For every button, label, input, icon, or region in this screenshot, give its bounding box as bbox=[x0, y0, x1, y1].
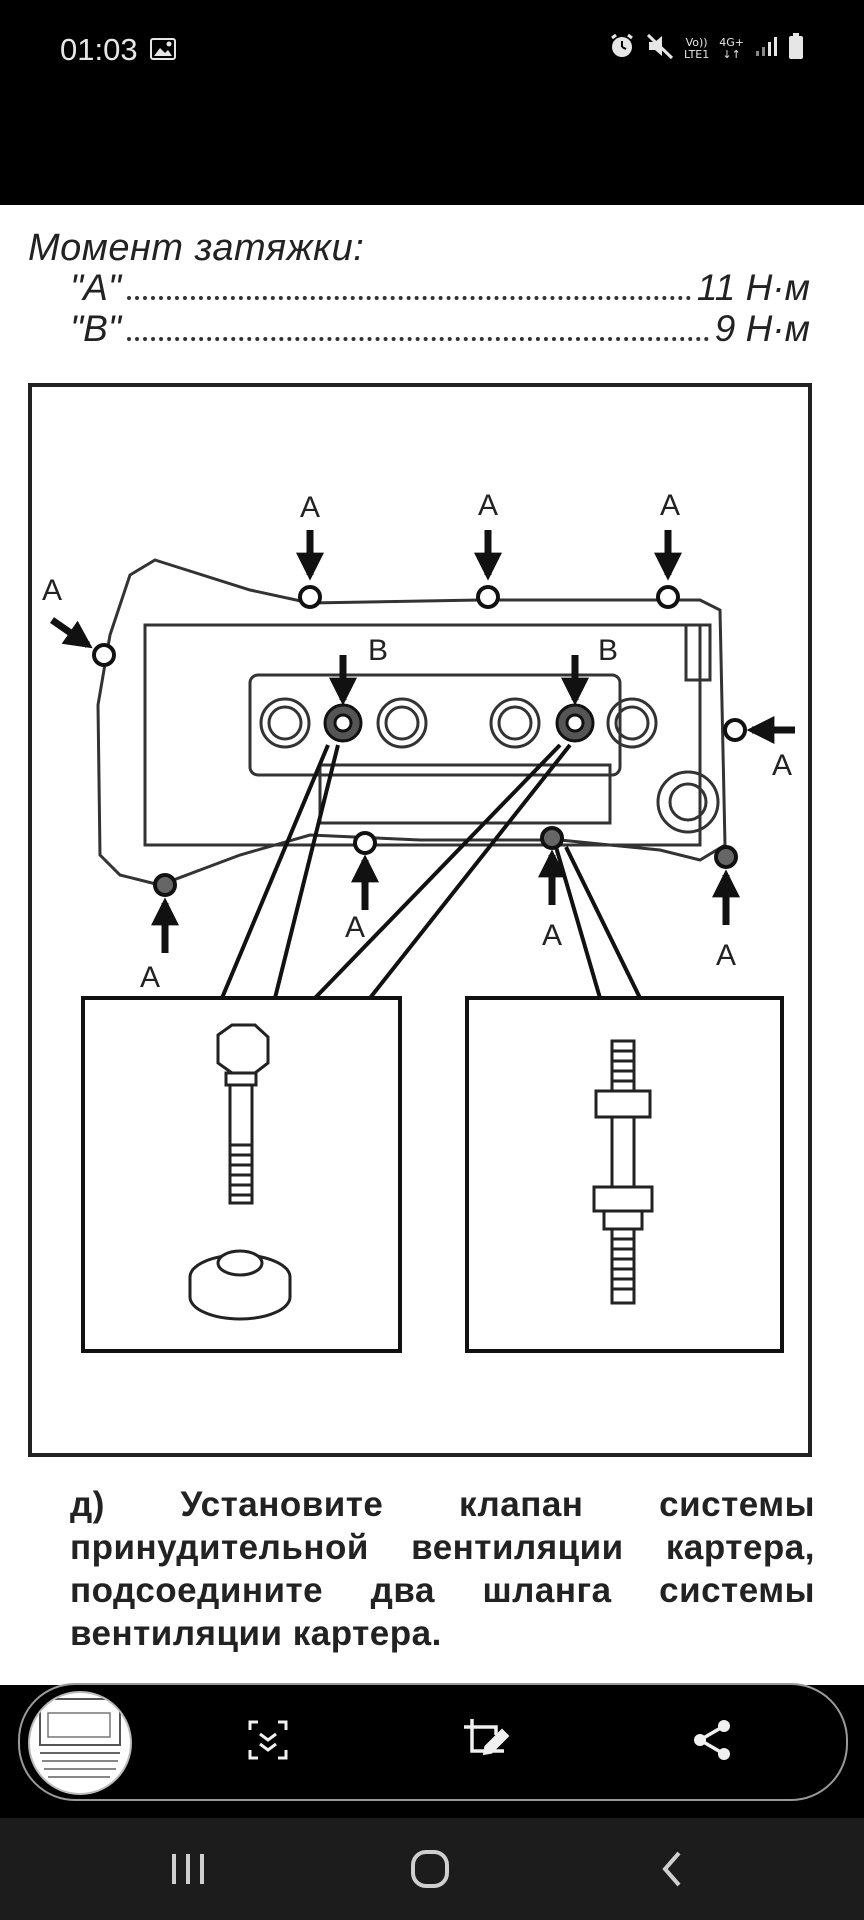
torque-value-a: 11 Н·м bbox=[696, 267, 810, 308]
label-a: A bbox=[478, 489, 498, 522]
stud-drawing bbox=[592, 1039, 654, 1305]
label-a: A bbox=[542, 919, 562, 952]
pointer-arrows bbox=[50, 530, 795, 953]
thumbnail-preview[interactable] bbox=[28, 1691, 132, 1795]
leader-dots bbox=[126, 295, 691, 300]
thumbnail-image bbox=[39, 1698, 121, 1778]
smart-select-icon[interactable] bbox=[238, 1710, 298, 1770]
network-bottom: LTE1 bbox=[683, 47, 710, 61]
label-a: A bbox=[772, 749, 792, 782]
bolt-drawing bbox=[188, 1023, 292, 1321]
signal-icon bbox=[754, 34, 778, 63]
network-top: Vo)) bbox=[685, 35, 708, 49]
torque-title: Момент затяжки: bbox=[28, 227, 365, 269]
recents-icon[interactable] bbox=[158, 1844, 218, 1894]
a-bolts bbox=[92, 585, 747, 897]
label-a: A bbox=[140, 961, 160, 994]
callout-lines bbox=[220, 743, 642, 1000]
torque-label-a: "A" bbox=[70, 267, 121, 308]
instruction-text: д) Установите клапан системы принудитель… bbox=[70, 1485, 815, 1653]
navigation-bar bbox=[0, 1818, 864, 1920]
network-type: 4G+ ↓↑ bbox=[719, 35, 744, 61]
status-icons: Vo)) LTE1 4G+ ↓↑ bbox=[608, 32, 804, 65]
torque-row-a: "A" 11 Н·м bbox=[70, 267, 810, 309]
home-icon[interactable] bbox=[400, 1844, 460, 1894]
torque-value-b: 9 Н·м bbox=[714, 308, 810, 349]
mute-icon bbox=[646, 32, 674, 65]
image-icon bbox=[150, 38, 176, 65]
torque-row-b: "B" 9 Н·м bbox=[70, 308, 810, 350]
spark-plug-holes bbox=[259, 697, 658, 749]
label-b: B bbox=[598, 634, 618, 667]
battery-icon bbox=[788, 32, 804, 65]
edit-icon[interactable] bbox=[455, 1710, 515, 1770]
alarm-icon bbox=[608, 32, 636, 65]
status-time: 01:03 bbox=[60, 32, 138, 67]
data-arrows-icon: ↓↑ bbox=[722, 47, 741, 61]
network-status: Vo)) LTE1 bbox=[683, 35, 710, 61]
label-a: A bbox=[42, 574, 62, 607]
share-icon[interactable] bbox=[682, 1710, 742, 1770]
label-a: A bbox=[660, 489, 680, 522]
torque-label-b: "B" bbox=[70, 308, 121, 349]
label-b: B bbox=[368, 634, 388, 667]
label-a: A bbox=[716, 939, 736, 972]
document-image[interactable]: Момент затяжки: "A" 11 Н·м "B" 9 Н·м bbox=[0, 205, 864, 1685]
b-bolts bbox=[323, 703, 595, 743]
label-a: A bbox=[300, 491, 320, 524]
leader-dots bbox=[126, 336, 709, 341]
bolt-labels: A A A A A B B A A A A bbox=[42, 489, 792, 994]
status-bar: 01:03 Vo)) LTE1 4G+ ↓↑ bbox=[0, 0, 864, 100]
valve-cover-diagram: A A A A A B B A A A A bbox=[28, 383, 812, 1457]
label-a: A bbox=[345, 911, 365, 944]
diagram-frame bbox=[28, 383, 812, 1457]
valve-cover bbox=[96, 558, 727, 887]
action-bar bbox=[18, 1683, 848, 1801]
back-icon[interactable] bbox=[642, 1844, 702, 1894]
network-type-label: 4G+ bbox=[719, 35, 744, 49]
